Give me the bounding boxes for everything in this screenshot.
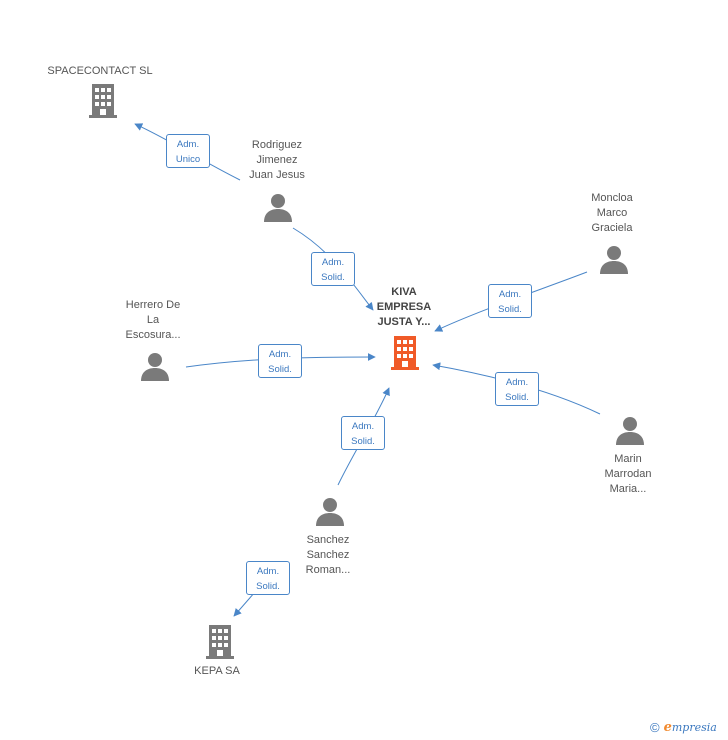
label-line: Moncloa xyxy=(591,192,633,204)
brand-rest: mpresia xyxy=(671,721,717,734)
person-icon[interactable] xyxy=(315,497,345,527)
label-line: Juan Jesus xyxy=(249,169,305,181)
label-line: Maria... xyxy=(609,483,647,495)
edge-badge-sanchez-center[interactable]: Adm. Solid. xyxy=(341,416,385,450)
node-label-rodriguez: Rodriguez Jimenez Juan Jesus xyxy=(249,138,305,183)
badge-line: Solid. xyxy=(351,436,375,447)
node-label-kepa: KEPA SA xyxy=(194,664,240,679)
edge-badge-marin-center[interactable]: Adm. Solid. xyxy=(495,372,539,406)
badge-line: Solid. xyxy=(505,392,529,403)
label-line: Jimenez xyxy=(256,154,298,166)
label-line: JUSTA Y... xyxy=(377,316,431,328)
label-line: EMPRESA xyxy=(376,301,432,313)
node-label-center: KIVA EMPRESA JUSTA Y... xyxy=(377,285,431,330)
badge-line: Adm. xyxy=(351,421,375,432)
badge-line: Adm. xyxy=(505,377,529,388)
label-line: SPACECONTACT SL xyxy=(47,65,153,77)
label-line: Marin xyxy=(614,453,642,465)
badge-line: Adm. xyxy=(268,349,292,360)
person-icon[interactable] xyxy=(615,416,645,446)
badge-line: Adm. xyxy=(256,566,280,577)
label-line: Marco xyxy=(596,207,628,219)
badge-line: Adm. xyxy=(321,257,345,268)
badge-line: Solid. xyxy=(321,272,345,283)
label-line: Escosura... xyxy=(125,329,181,341)
node-label-herrero: Herrero De La Escosura... xyxy=(125,298,180,343)
brand-logo[interactable]: empresia xyxy=(664,720,717,735)
edge-badge-moncloa-center[interactable]: Adm. Solid. xyxy=(488,284,532,318)
label-line: Herrero De xyxy=(125,299,181,311)
edge-badge-rodriguez-spacecontact[interactable]: Adm. Unico xyxy=(166,134,210,168)
edge-badge-herrero-center[interactable]: Adm. Solid. xyxy=(258,344,302,378)
badge-line: Adm. xyxy=(176,139,200,150)
label-line: KIVA xyxy=(391,286,417,298)
label-line: La xyxy=(146,314,160,326)
label-line: Marrodan xyxy=(604,468,652,480)
label-line: Graciela xyxy=(591,222,633,234)
node-label-sanchez: Sanchez Sanchez Roman... xyxy=(306,533,351,578)
footer-branding: © empresia xyxy=(650,720,717,735)
label-line: Sanchez xyxy=(306,534,350,546)
building-highlight-icon[interactable] xyxy=(389,336,421,370)
building-icon[interactable] xyxy=(87,84,119,118)
badge-line: Solid. xyxy=(498,304,522,315)
edge-badge-sanchez-kepa[interactable]: Adm. Solid. xyxy=(246,561,290,595)
label-line: Sanchez xyxy=(306,549,350,561)
label-line: Roman... xyxy=(305,564,351,576)
node-label-spacecontact: SPACECONTACT SL xyxy=(47,64,152,79)
brand-initial: e xyxy=(663,720,672,735)
badge-line: Solid. xyxy=(268,364,292,375)
building-icon[interactable] xyxy=(204,625,236,659)
label-line: KEPA SA xyxy=(194,665,240,677)
badge-line: Unico xyxy=(175,154,201,165)
badge-line: Adm. xyxy=(498,289,522,300)
badge-line: Solid. xyxy=(256,581,280,592)
edge-badge-rodriguez-center[interactable]: Adm. Solid. xyxy=(311,252,355,286)
label-line: Rodriguez xyxy=(251,139,303,151)
copyright-symbol: © xyxy=(650,720,660,735)
node-label-marin: Marin Marrodan Maria... xyxy=(604,452,651,497)
node-label-moncloa: Moncloa Marco Graciela xyxy=(591,191,633,236)
person-icon[interactable] xyxy=(140,352,170,382)
person-icon[interactable] xyxy=(263,193,293,223)
person-icon[interactable] xyxy=(599,245,629,275)
